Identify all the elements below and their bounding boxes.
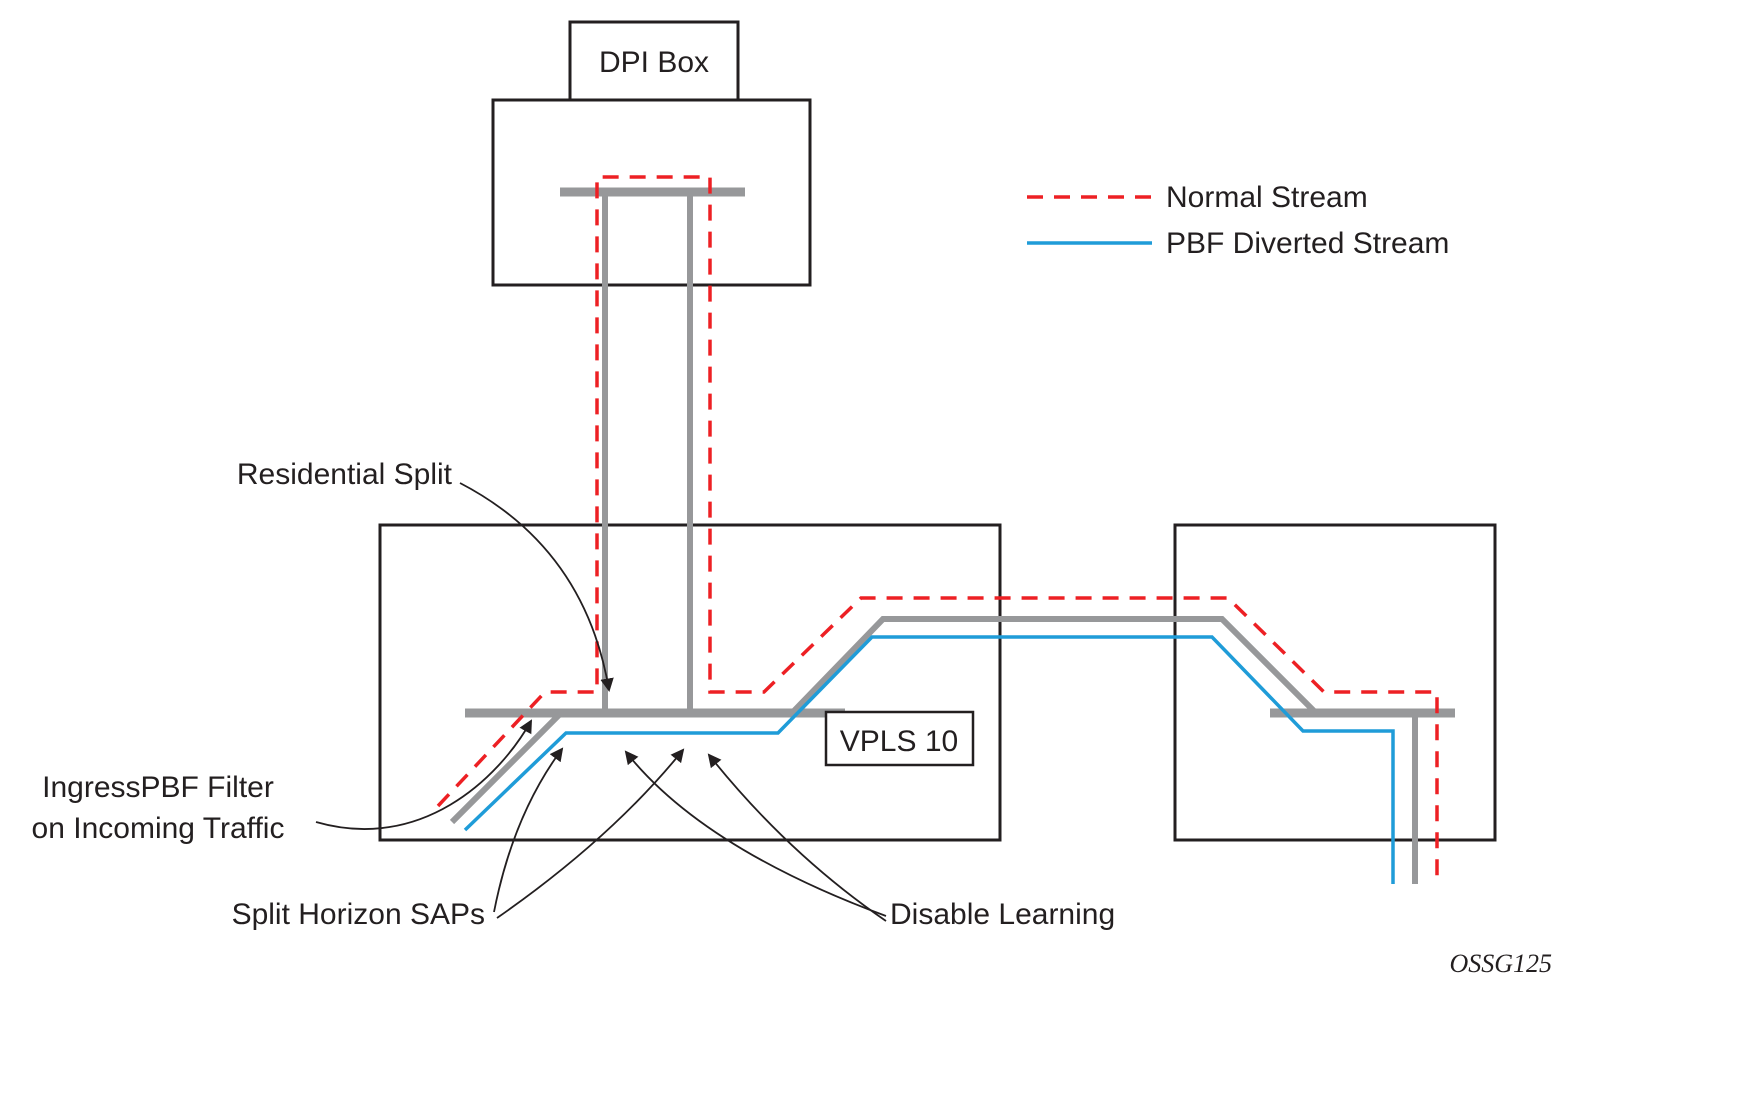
normal-stream-path [436, 175, 1439, 884]
vpls-label: VPLS 10 [840, 725, 958, 758]
remote-node-box [1173, 523, 1497, 842]
split-horizon-arrow-left [493, 747, 564, 913]
ingress-pbf-label-line1: IngressPBF Filter [42, 771, 274, 804]
vpls-label-box [824, 710, 975, 767]
disable-learning-arrow-left [624, 750, 887, 917]
ingress-pbf-arrow [315, 719, 532, 830]
figure-id: OSSG125 [1449, 949, 1552, 978]
inter-node-link-gray [789, 616, 1319, 716]
legend: Normal Stream PBF Diverted Stream [1027, 181, 1449, 260]
split-horizon-label: Split Horizon SAPs [232, 898, 485, 931]
dpi-label-box [568, 20, 740, 102]
disable-learning-label: Disable Learning [890, 898, 1115, 931]
access-link-gray [449, 711, 563, 825]
legend-pbf-label: PBF Diverted Stream [1166, 227, 1449, 260]
ingress-pbf-label-line2: on Incoming Traffic [32, 812, 285, 845]
residential-split-arrow [459, 482, 614, 692]
pbf-stream-path [463, 635, 1395, 884]
dpi-box-label: DPI Box [599, 46, 709, 79]
split-horizon-arrow-right [496, 748, 685, 919]
residential-split-label: Residential Split [237, 458, 453, 491]
disable-learning-arrow-right [707, 753, 887, 922]
legend-normal-label: Normal Stream [1166, 181, 1368, 214]
